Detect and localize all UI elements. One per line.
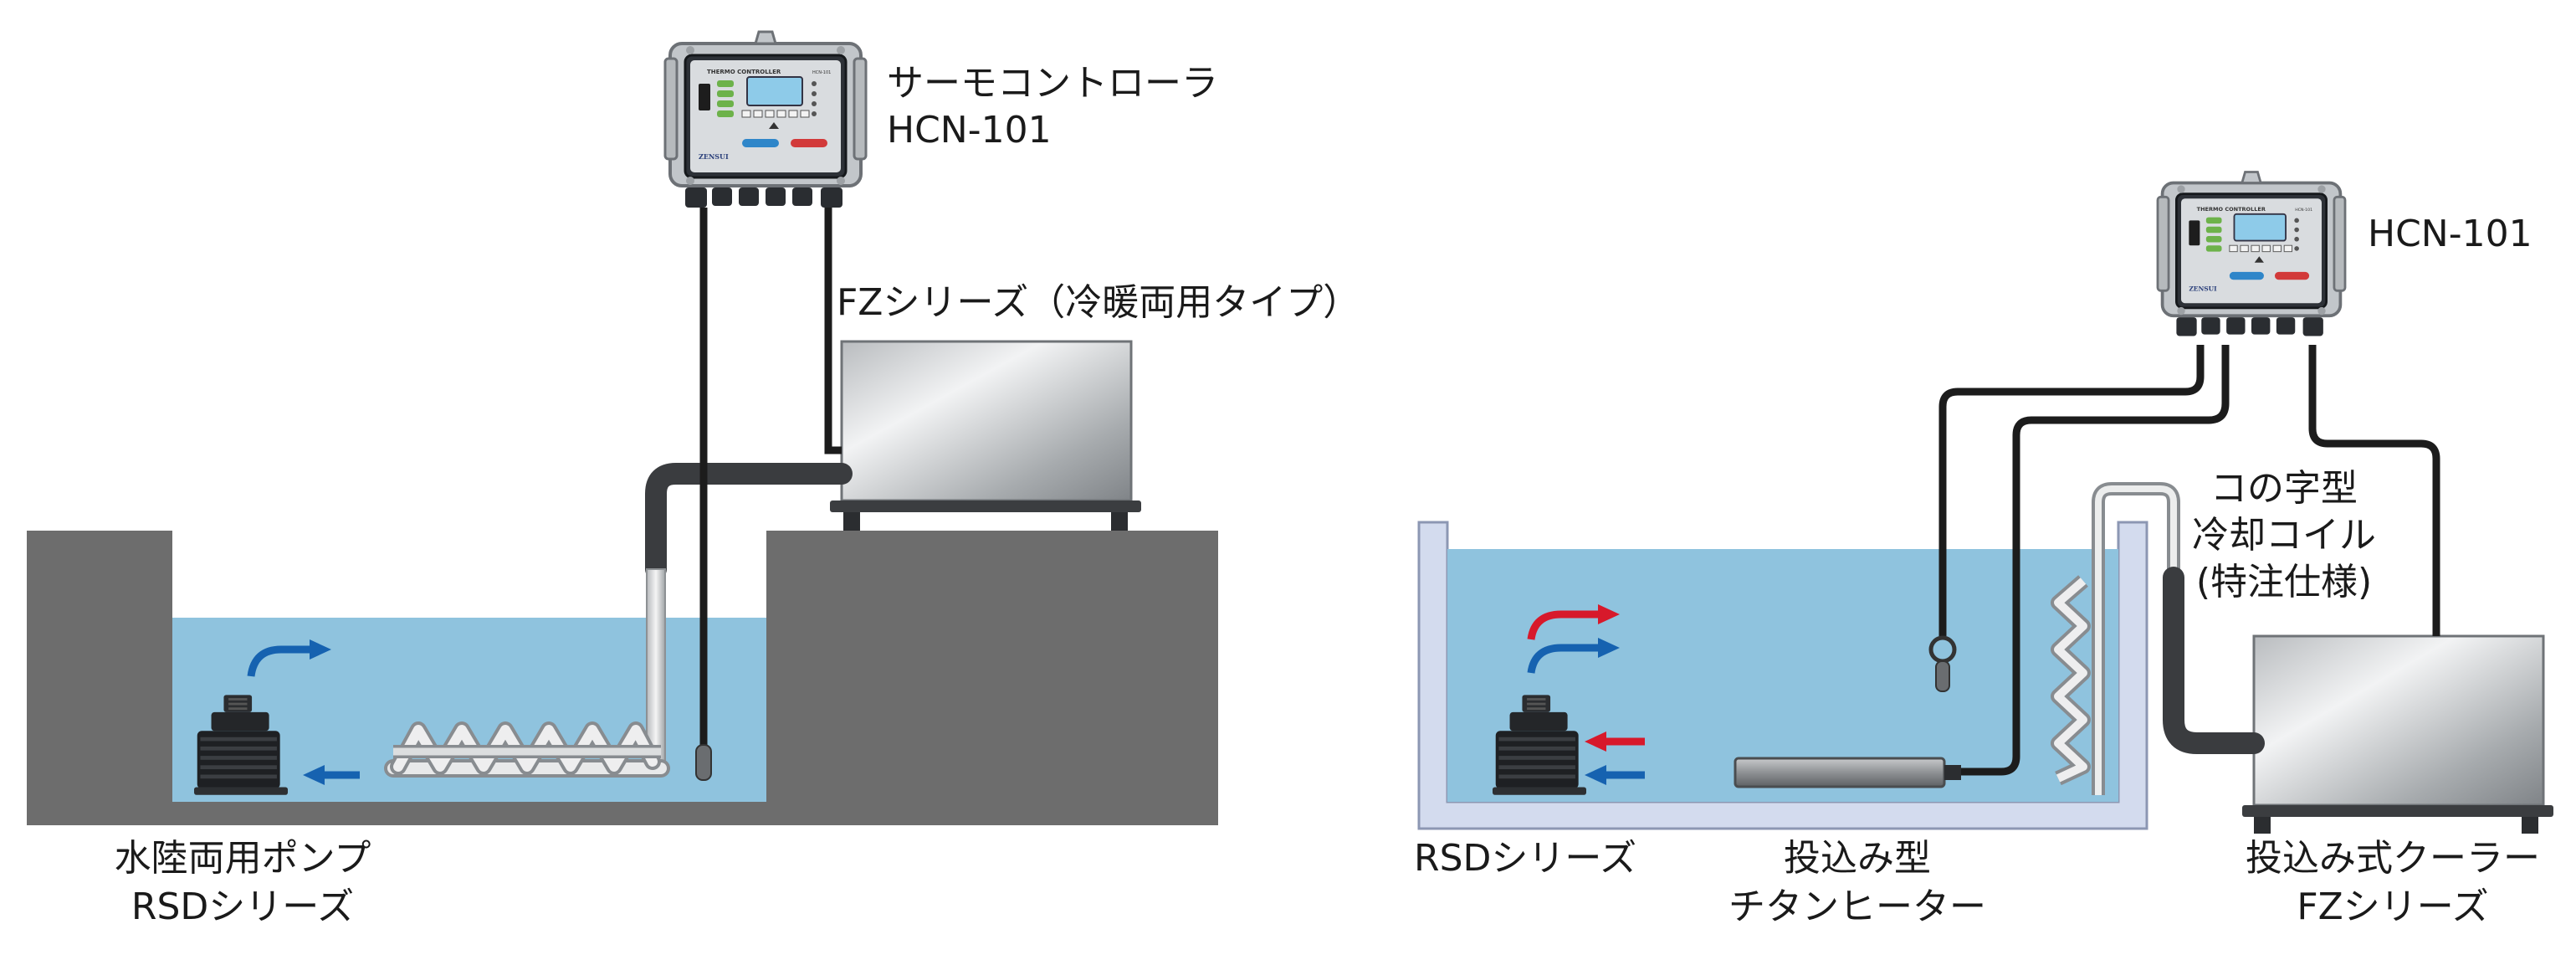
right-thermo-controller — [2156, 170, 2347, 338]
left-flow-arrow-out — [247, 645, 310, 677]
right-sensor-cable — [1938, 345, 2205, 636]
left-cooler-label: FZシリーズ（冷暖両用タイプ） — [837, 281, 1360, 324]
right-flow-arrow-cool-out — [1527, 644, 1598, 674]
right-coil-label-line2: 冷却コイル — [2192, 514, 2376, 557]
right-cooler-label-line2: FZシリーズ — [2297, 886, 2489, 928]
right-cooling-hose — [2163, 567, 2265, 754]
left-controller-name-line2: HCN-101 — [887, 109, 1052, 151]
left-thermo-controller — [665, 32, 866, 208]
right-heater-label-line2: チタンヒーター — [1728, 886, 1986, 928]
left-temperature-sensor — [695, 744, 712, 781]
left-diagram — [27, 32, 1218, 825]
right-cooler-cable — [2308, 345, 2440, 636]
left-cooling-coil — [384, 721, 670, 778]
right-flow-arrow-warm-out — [1527, 610, 1598, 640]
right-cooler-label-line1: 投込み式クーラー — [2246, 837, 2540, 880]
left-flow-arrow-in-head — [303, 765, 325, 785]
left-pump-label-line2: RSDシリーズ — [131, 886, 355, 928]
right-u-coil — [2051, 482, 2180, 795]
right-flow-arrow-cool-in-head — [1585, 765, 1606, 785]
left-ground-right-block — [766, 531, 1218, 825]
right-temperature-sensor — [1935, 660, 1950, 692]
right-flow-arrow-cool-out-head — [1598, 638, 1620, 658]
right-pump-label: RSDシリーズ — [1414, 837, 1637, 880]
right-fz-cooler — [2242, 634, 2553, 834]
left-ground-left-wall — [27, 531, 172, 825]
right-flow-arrow-warm-out-head — [1598, 604, 1620, 624]
left-ground-floor — [27, 802, 1218, 825]
left-controller-name-line1: サーモコントローラ — [887, 62, 1218, 105]
right-heater-cable — [1961, 345, 2230, 776]
left-fz-cooler — [830, 340, 1141, 531]
left-flow-arrow-out-head — [310, 639, 331, 660]
right-titanium-heater — [1734, 757, 1961, 788]
left-cooling-hose — [645, 463, 853, 580]
right-coil-label-line3: (特注仕様) — [2195, 561, 2373, 603]
right-controller-name: HCN-101 — [2368, 213, 2532, 255]
right-coil-label-line1: コの字型 — [2210, 467, 2358, 510]
left-cooler-cable — [824, 208, 842, 454]
right-diagram — [1417, 170, 2553, 834]
left-pump-label-line1: 水陸両用ポンプ — [114, 837, 371, 880]
right-flow-arrow-warm-in-head — [1585, 732, 1606, 752]
right-heater-label-line1: 投込み型 — [1784, 837, 1931, 880]
